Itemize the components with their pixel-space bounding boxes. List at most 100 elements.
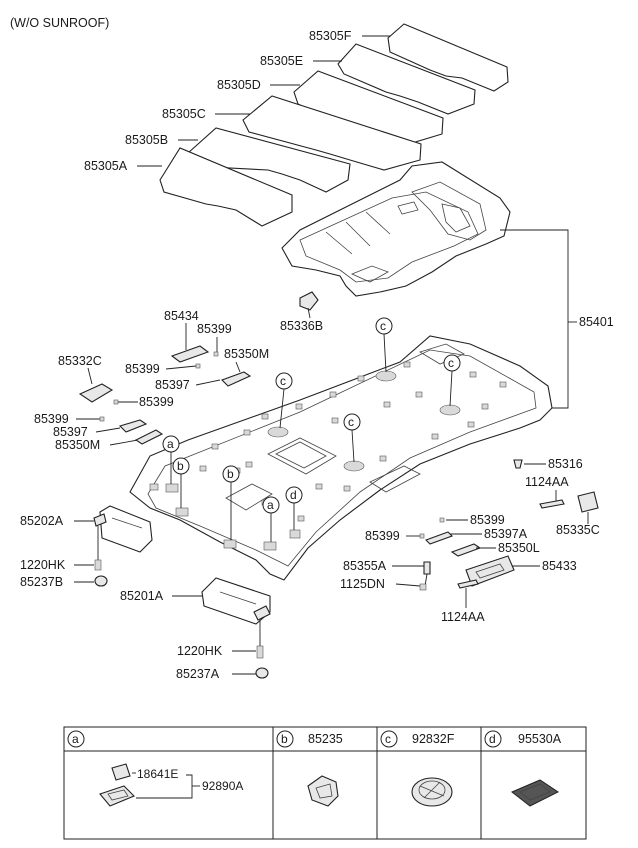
pad-85305B	[187, 127, 351, 193]
grab-handle-85350L	[450, 543, 482, 557]
svg-text:c: c	[448, 356, 454, 370]
plug-92832F	[411, 777, 453, 807]
label-85401: 85401	[579, 315, 614, 329]
label-85399-left2: 85399	[139, 395, 174, 409]
label-85336B: 85336B	[280, 319, 323, 333]
label-85237A: 85237A	[176, 667, 220, 681]
headlining-panel	[129, 335, 553, 581]
cap-85237A	[255, 667, 269, 679]
callout-c-4: c	[443, 354, 461, 407]
svg-text:c: c	[348, 415, 354, 429]
pad-85305E	[337, 43, 476, 115]
lamp-92890A	[99, 785, 135, 807]
legend-cell-c: c 92832F	[380, 730, 455, 807]
sunvisor-85201A	[201, 577, 271, 625]
label-85397-left: 85397	[53, 425, 88, 439]
label-85305D: 85305D	[217, 78, 261, 92]
legend-92890A: 92890A	[202, 779, 243, 793]
label-85397-top: 85397	[155, 378, 190, 392]
label-1125DN: 1125DN	[340, 577, 385, 591]
label-85305A: 85305A	[84, 159, 128, 173]
callout-b-mid: b	[222, 465, 240, 540]
label-85350L: 85350L	[498, 541, 540, 555]
bulb-18641E	[111, 763, 131, 781]
hook-85355A	[423, 561, 431, 587]
svg-text:b: b	[281, 732, 288, 746]
bolt-1124AA-bottom	[457, 579, 479, 608]
cap-85237B	[94, 575, 108, 587]
grab-handle-85350M-top	[221, 371, 252, 387]
label-1124AA-bottom: 1124AA	[441, 610, 485, 624]
label-85399-right1: 85399	[365, 529, 400, 543]
headlining-backing-85401	[281, 161, 511, 297]
sensor-95530A	[511, 779, 559, 807]
label-85355A: 85355A	[343, 559, 387, 573]
grab-handle-85350M-left	[134, 429, 164, 445]
callout-b-left: b	[172, 457, 190, 508]
label-85399-mid: 85399	[125, 362, 160, 376]
callout-d: d	[285, 486, 303, 530]
label-1124AA-top: 1124AA	[525, 475, 569, 489]
svg-text:d: d	[290, 488, 297, 502]
bracket-85335C	[577, 491, 599, 524]
bracket-85433	[465, 555, 515, 587]
label-85399-top: 85399	[197, 322, 232, 336]
retainer-85397A	[425, 531, 453, 545]
legend-95530A: 95530A	[518, 732, 562, 746]
clip-85316	[513, 459, 523, 469]
svg-text:a: a	[267, 498, 274, 512]
callout-a-left: a	[162, 435, 180, 484]
legend-cell-b: b 85235	[276, 730, 343, 807]
callout-c-3: c	[375, 317, 393, 373]
label-85201A: 85201A	[120, 589, 164, 603]
legend-85235: 85235	[308, 732, 343, 746]
legend-92832F: 92832F	[412, 732, 455, 746]
label-85350M-left: 85350M	[55, 438, 100, 452]
label-1220HK-right: 1220HK	[177, 644, 223, 658]
svg-text:c: c	[385, 732, 391, 746]
clip-85235	[307, 775, 339, 807]
leader-85401	[500, 229, 569, 409]
label-1220HK-left: 1220HK	[20, 558, 66, 572]
legend-18641E: 18641E	[137, 767, 178, 781]
label-85399-right2: 85399	[470, 513, 505, 527]
label-85434: 85434	[164, 309, 199, 323]
variant-note: (W/O SUNROOF)	[10, 16, 109, 30]
svg-text:c: c	[280, 374, 286, 388]
legend-cell-a: a 18641E 92890A	[67, 730, 243, 807]
svg-text:c: c	[380, 319, 386, 333]
label-85305F: 85305F	[309, 29, 352, 43]
pad-85305A	[159, 147, 293, 227]
pad-85305F	[387, 23, 509, 92]
bracket-85332C	[78, 383, 114, 403]
clip-85336B	[299, 291, 319, 319]
label-85332C: 85332C	[58, 354, 102, 368]
svg-text:b: b	[227, 467, 234, 481]
label-85202A: 85202A	[20, 514, 64, 528]
legend-table	[63, 726, 587, 840]
label-85305E: 85305E	[260, 54, 303, 68]
label-85433: 85433	[542, 559, 577, 573]
label-85397A: 85397A	[484, 527, 528, 541]
svg-text:d: d	[489, 732, 496, 746]
bolt-1124AA-top	[539, 499, 565, 509]
svg-text:a: a	[72, 732, 79, 746]
pad-85305C	[242, 95, 422, 171]
label-85237B: 85237B	[20, 575, 63, 589]
callout-a-mid: a	[262, 496, 280, 542]
svg-text:b: b	[177, 459, 184, 473]
label-85335C: 85335C	[556, 523, 600, 537]
retainer-85397-left	[118, 419, 148, 433]
label-85350M-top: 85350M	[224, 347, 269, 361]
label-85316: 85316	[548, 457, 583, 471]
svg-text:a: a	[167, 437, 174, 451]
legend-cell-d: d 95530A	[484, 730, 562, 807]
label-85305C: 85305C	[162, 107, 206, 121]
label-85305B: 85305B	[125, 133, 168, 147]
sunvisor-85202A	[93, 505, 153, 553]
callout-c-1: c	[275, 372, 293, 429]
label-85399-left1: 85399	[34, 412, 69, 426]
bracket-85434	[170, 345, 210, 363]
callout-c-2: c	[343, 413, 361, 463]
